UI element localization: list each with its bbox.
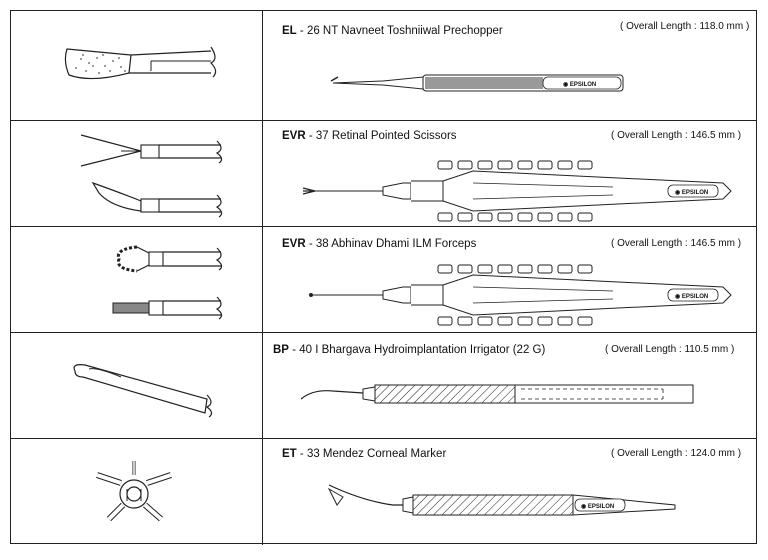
table-row: BP - 40 I Bhargava Hydroimplantation Irr… [11, 333, 756, 439]
forceps-tip-closeup [11, 227, 263, 332]
overall-length: ( Overall Length : 124.0 mm ) [611, 448, 742, 459]
instrument-title: EL - 26 NT Navneet Toshniiwal Prechopper [282, 25, 503, 37]
overall-length: ( Overall Length : 146.5 mm ) [611, 130, 742, 141]
irrigator-tip-closeup [11, 333, 263, 438]
brand-logo: ◉ EPSILON [675, 294, 708, 300]
instrument-title: ET - 33 Mendez Corneal Marker [282, 448, 447, 460]
table-row: EVR - 37 Retinal Pointed Scissors ( Over… [11, 121, 756, 227]
brand-logo: ◉ EPSILON [581, 504, 614, 510]
prechopper-tip-closeup [11, 11, 263, 120]
overall-length: ( Overall Length : 110.5 mm ) [605, 344, 735, 355]
forceps-drawing: ◉ EPSILON [309, 264, 732, 326]
overall-length: ( Overall Length : 146.5 mm ) [611, 238, 742, 249]
scissors-tip-closeup [11, 121, 263, 226]
scissors-drawing: ◉ EPSILON [302, 160, 732, 222]
brand-logo: ◉ EPSILON [675, 190, 708, 196]
marker-tip-closeup [11, 439, 263, 545]
instrument-title: BP - 40 I Bhargava Hydroimplantation Irr… [273, 344, 546, 356]
brand-logo: ◉ EPSILON [563, 82, 596, 88]
table-row: ET - 33 Mendez Corneal Marker ( Overall … [11, 439, 756, 545]
prechopper-drawing: ◉ EPSILON [330, 74, 624, 92]
instrument-title: EVR - 38 Abhinav Dhami ILM Forceps [282, 238, 477, 250]
marker-drawing: ◉ EPSILON [327, 484, 676, 516]
instrument-catalog-table: EL - 26 NT Navneet Toshniiwal Prechopper… [10, 10, 757, 545]
instrument-title: EVR - 37 Retinal Pointed Scissors [282, 130, 457, 142]
table-row: EL - 26 NT Navneet Toshniiwal Prechopper… [11, 11, 756, 121]
irrigator-drawing [300, 384, 694, 404]
table-row: EVR - 38 Abhinav Dhami ILM Forceps ( Ove… [11, 227, 756, 333]
overall-length: ( Overall Length : 118.0 mm ) [620, 21, 750, 32]
